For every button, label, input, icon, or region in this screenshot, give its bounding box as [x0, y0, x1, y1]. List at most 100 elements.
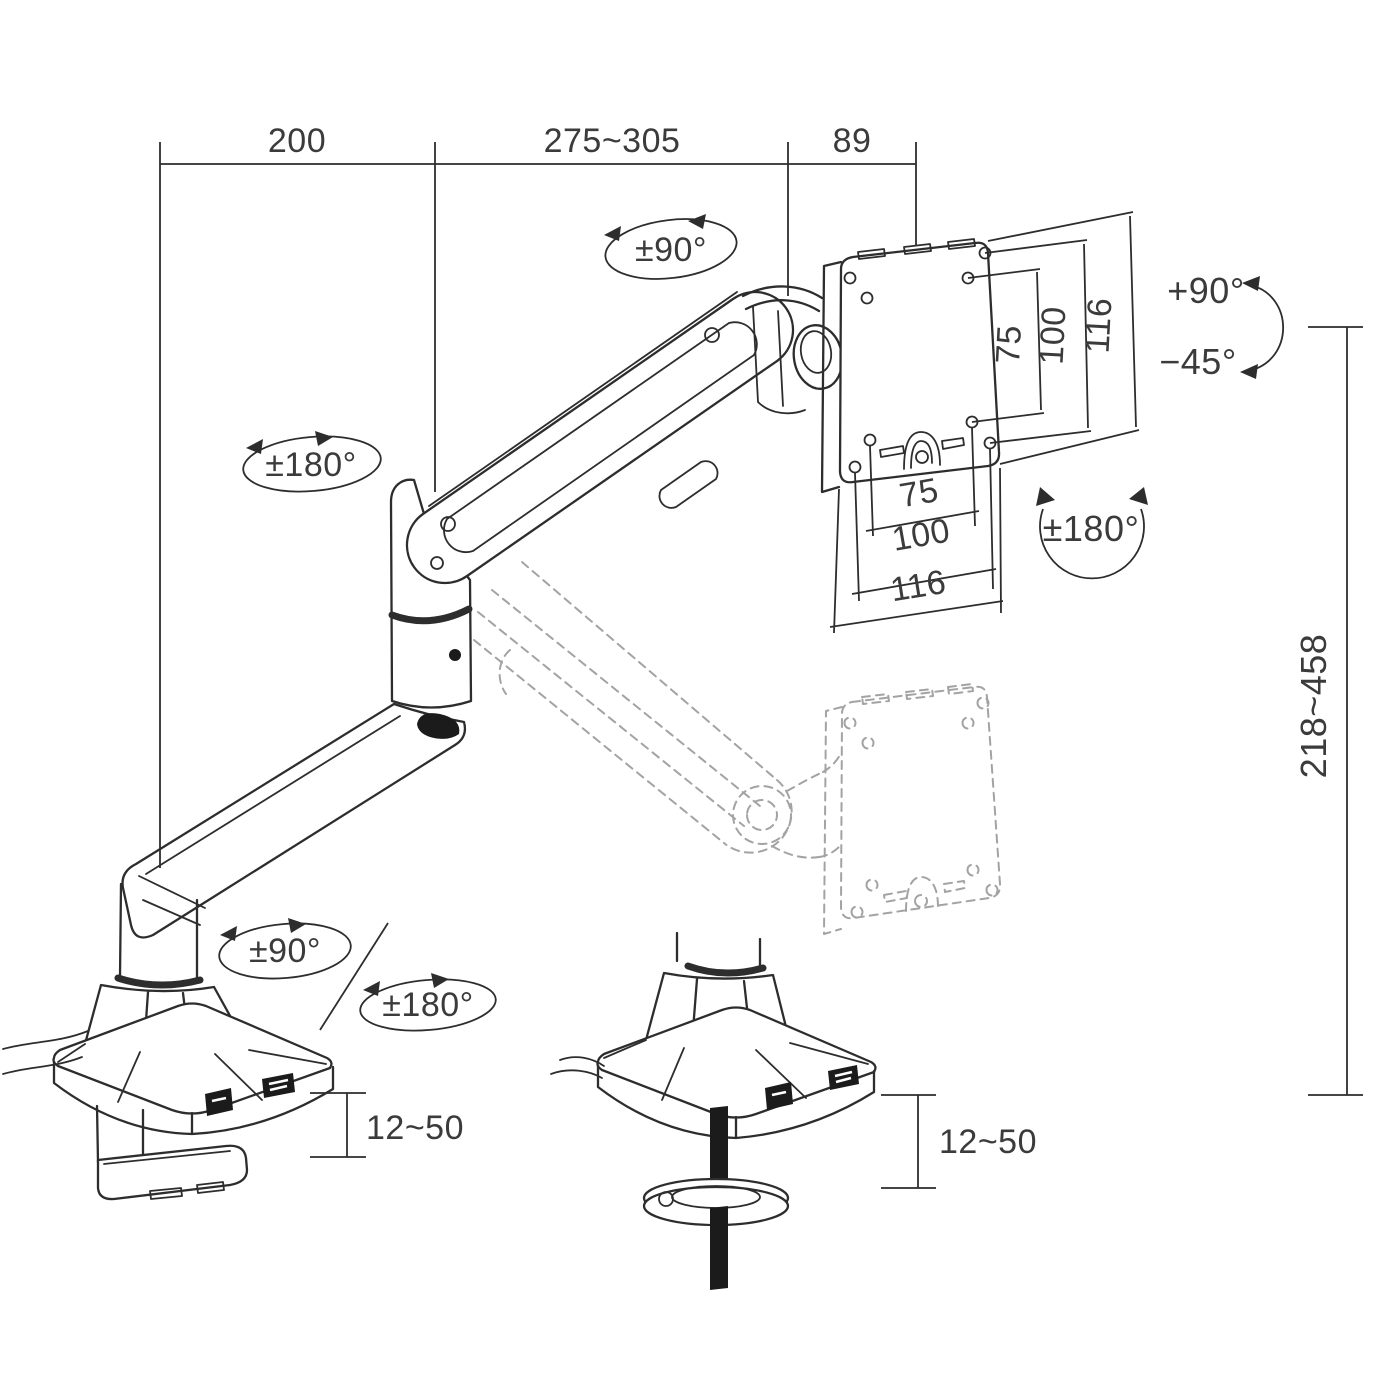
- grommet-pedestal: [644, 971, 792, 1046]
- ghost-head-pivot-circles: [732, 785, 792, 845]
- dim-label-elbow-to-head: 275~305: [544, 122, 681, 160]
- ghost-arm-alternate-position: [473, 561, 1002, 935]
- ghost-arm-end-cap-arc: [723, 779, 793, 854]
- cables-left: [2, 1030, 89, 1075]
- vesa-bottom-middle-label: 100: [889, 511, 953, 559]
- grommet-pedestal-cap-band: [684, 962, 767, 977]
- grommet-power-port-slot: [771, 1090, 787, 1097]
- elbow-collar-band: [388, 605, 473, 625]
- grommet-pole-stubs: [675, 931, 762, 968]
- lower-arm-ridge: [145, 715, 401, 875]
- upper-arm-inner-panel: [443, 321, 758, 554]
- tilt-arc-arrows: [1240, 276, 1260, 379]
- vesa-rotation-label: ±180°: [1043, 508, 1140, 549]
- vesa-side-dimension-lines: [967, 211, 1140, 465]
- ghost-vesa-bottom-slots-keyhole: [883, 876, 966, 912]
- vesa-rotation-annotation: ±180°: [1036, 487, 1148, 580]
- ghost-vesa-plate-side-face: [823, 706, 843, 935]
- grommet-power-port: [765, 1082, 793, 1110]
- clamp-bracket: [95, 1104, 145, 1164]
- elbow-swivel-label: ±180°: [265, 446, 356, 484]
- vesa-rotation-arrows: [1036, 487, 1148, 506]
- clamp-thickness-dimension: 12~50: [310, 1092, 464, 1158]
- vesa-side-dimensions: 75 100 116: [967, 211, 1140, 465]
- power-port: [205, 1088, 233, 1116]
- ghost-elbow-cap-arc: [498, 649, 511, 695]
- lower-arm-outline: [121, 702, 467, 939]
- grommet-bolt-upper: [710, 1106, 728, 1198]
- grommet-base-top-face: [596, 1006, 877, 1119]
- clamp-pedestal-cap-band: [114, 974, 204, 989]
- ghost-vesa-screw-holes: [843, 696, 999, 919]
- tilt-down-label: −45°: [1159, 341, 1236, 382]
- clamp-foot: [96, 1144, 249, 1201]
- elbow-swivel-ellipse: [242, 435, 382, 493]
- vesa-bottom-slots: [879, 437, 965, 458]
- head-clevis-bars: [752, 306, 806, 415]
- pivot-screws: [430, 327, 720, 570]
- usb-port-contacts: [268, 1078, 289, 1092]
- base-rotation-ellipse: [359, 978, 497, 1032]
- grommet-thickness-lines: [881, 1094, 936, 1189]
- arm-assembly: [2, 238, 1001, 1290]
- clamp-thickness-lines: [310, 1092, 366, 1158]
- vesa-side-inner-label: 75: [989, 324, 1029, 365]
- vesa-plate-side-face: [820, 260, 843, 494]
- head-swivel-ellipse: [604, 218, 738, 280]
- clamp-base: [2, 882, 335, 1201]
- clamp-foot-detail: [103, 1150, 231, 1200]
- grommet-thickness-dimension: 12~50: [881, 1094, 1037, 1189]
- height-dimension-lines: [1308, 326, 1363, 1096]
- cable-slot: [417, 713, 460, 739]
- grommet-usb-port-contacts: [834, 1070, 853, 1084]
- vesa-bottom-inner-label: 75: [897, 471, 942, 515]
- top-dimension-chain: 200 275~305 89: [159, 122, 917, 868]
- grommet-thickness-label: 12~50: [939, 1123, 1037, 1161]
- height-range-label: 218~458: [1293, 634, 1334, 779]
- tilt-ball-inner: [799, 330, 833, 374]
- vesa-plate-front: [838, 241, 1001, 484]
- ghost-vesa-plate-outline: [840, 685, 1002, 920]
- power-port-slot: [211, 1096, 227, 1103]
- vesa-top-slots: [857, 238, 976, 260]
- vesa-bottom-outer-label: 116: [888, 563, 949, 609]
- upper-arm-ridge: [428, 291, 738, 507]
- ghost-vesa-top-slots: [861, 683, 974, 705]
- tilt-up-label: +90°: [1167, 270, 1244, 311]
- clamp-thickness-label: 12~50: [366, 1109, 464, 1147]
- vesa-side-middle-label: 100: [1033, 305, 1074, 365]
- vesa-side-outer-label: 116: [1079, 297, 1120, 355]
- head-yoke: [741, 285, 824, 313]
- vesa-bottom-dimensions: 75 100 116: [829, 427, 1004, 634]
- dim-label-head-to-plate: 89: [833, 122, 872, 160]
- tilt-annotation: +90° −45°: [1159, 270, 1284, 382]
- grommet-base: [550, 931, 877, 1290]
- base-annotation-slash: [319, 922, 389, 1031]
- base-swivel-label: ±90°: [249, 932, 321, 970]
- head-swivel-annotation: ±90°: [604, 214, 738, 280]
- head-swivel-label: ±90°: [635, 231, 707, 269]
- clamp-post: [118, 882, 199, 984]
- vesa-rotation-arc: [1039, 508, 1145, 580]
- clamp-base-top-face: [52, 1002, 333, 1115]
- elbow-swivel-annotation: ±180°: [242, 431, 382, 493]
- lower-arm-end-detail: [138, 875, 206, 926]
- dim-label-base-to-elbow: 200: [268, 122, 326, 160]
- head-swivel-arrows: [604, 214, 706, 241]
- height-dimension: 218~458: [1293, 326, 1363, 1096]
- vesa-bottom-dimension-lines: [829, 427, 1004, 634]
- base-rotation-label: ±180°: [382, 986, 473, 1024]
- vesa-keyhole-tab: [903, 431, 941, 470]
- base-rotation-annotations: ±90° ±180°: [218, 918, 497, 1032]
- grommet-base-facets: [603, 1039, 869, 1101]
- ghost-head-clevis: [771, 754, 841, 859]
- upper-arm-outline: [405, 290, 795, 585]
- upper-arm-cutout: [658, 460, 719, 509]
- cables-right: [550, 1056, 605, 1079]
- grommet-bolt-lower: [710, 1206, 728, 1290]
- top-dimension-lines: [159, 142, 917, 868]
- tilt-arc: [1247, 284, 1284, 372]
- base-swivel-ellipse: [218, 922, 352, 980]
